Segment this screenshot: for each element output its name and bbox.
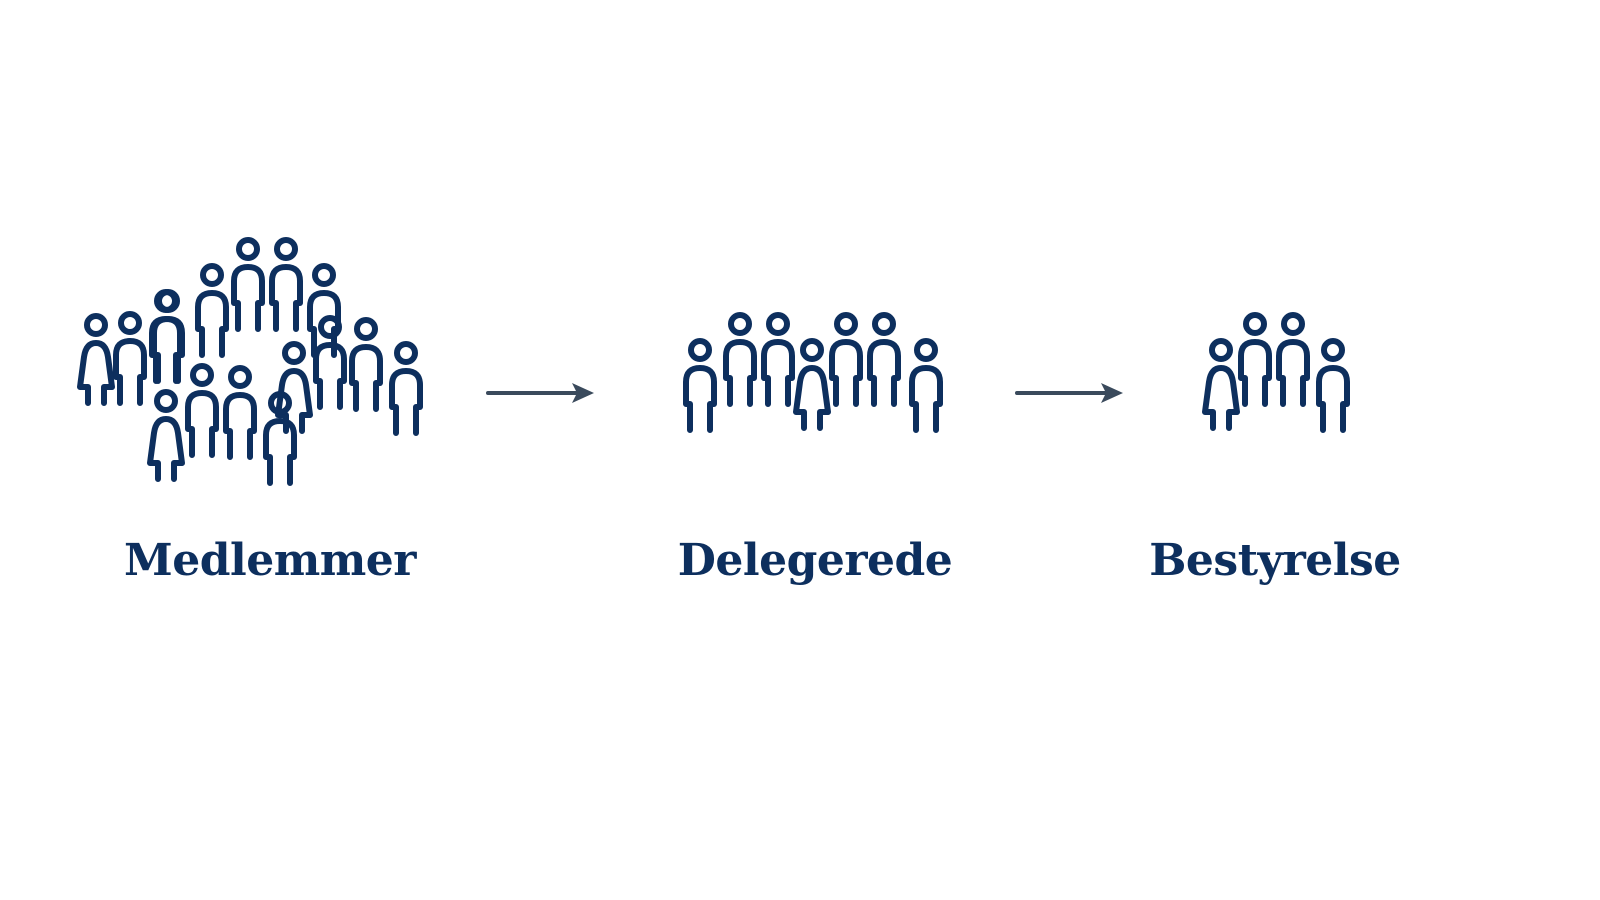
arrow-head bbox=[572, 383, 594, 403]
person-icon bbox=[263, 391, 297, 486]
arrow-right-icon bbox=[1015, 383, 1123, 403]
person-icon bbox=[909, 338, 943, 433]
person-icon bbox=[349, 317, 383, 412]
board-group bbox=[1185, 300, 1370, 465]
person-icon bbox=[313, 315, 347, 410]
delegates-group bbox=[670, 300, 960, 465]
person-icon bbox=[223, 365, 257, 460]
delegates-label: Delegerede bbox=[677, 535, 953, 586]
members-group bbox=[60, 225, 450, 520]
person-icon bbox=[1276, 312, 1310, 407]
person-icon bbox=[231, 237, 265, 332]
person-icon bbox=[761, 312, 795, 407]
person-icon bbox=[1238, 312, 1272, 407]
person-icon bbox=[113, 311, 147, 406]
person-icon bbox=[867, 312, 901, 407]
person-female-icon bbox=[793, 338, 831, 431]
person-icon bbox=[1316, 338, 1350, 433]
members-label: Medlemmer bbox=[124, 535, 416, 586]
board-label: Bestyrelse bbox=[1149, 535, 1401, 586]
crowd-small-icon bbox=[1202, 312, 1350, 433]
person-icon bbox=[151, 289, 185, 384]
person-female-icon bbox=[275, 341, 313, 434]
person-icon bbox=[307, 263, 341, 358]
person-icon bbox=[185, 363, 219, 458]
crowd-large-icon bbox=[77, 237, 423, 486]
person-female-icon bbox=[147, 389, 185, 482]
person-female-icon bbox=[1202, 338, 1240, 431]
crowd-medium-icon bbox=[683, 312, 943, 433]
person-icon bbox=[829, 312, 863, 407]
person-icon bbox=[195, 263, 229, 358]
person-female-icon bbox=[77, 313, 115, 406]
person-icon bbox=[723, 312, 757, 407]
arrow-right-icon bbox=[486, 383, 594, 403]
person-icon bbox=[389, 341, 423, 436]
person-icon bbox=[269, 237, 303, 332]
arrow-head bbox=[1101, 383, 1123, 403]
person-icon bbox=[683, 338, 717, 433]
